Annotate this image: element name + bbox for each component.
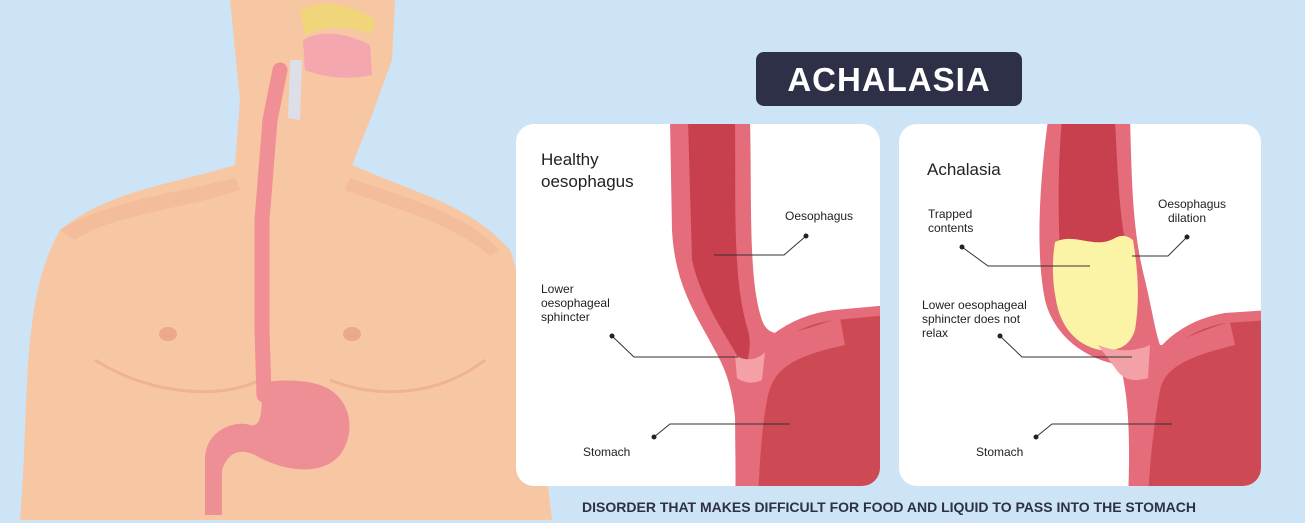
nipple-right	[343, 327, 361, 341]
healthy-label-stomach: Stomach	[583, 445, 630, 459]
achalasia-dot-trapped	[960, 245, 965, 250]
footer-caption: DISORDER THAT MAKES DIFFICULT FOR FOOD A…	[582, 499, 1196, 515]
healthy-label-les-1: Lower	[541, 282, 574, 296]
healthy-label-les-3: sphincter	[541, 310, 590, 324]
achalasia-label-trapped-2: contents	[928, 221, 973, 235]
achalasia-label-les-2: sphincter does not	[922, 312, 1021, 326]
achalasia-panel: Achalasia Trapped contents Oesophagus di…	[899, 120, 1270, 500]
healthy-dot-stomach	[652, 435, 657, 440]
healthy-label-oesophagus: Oesophagus	[785, 209, 853, 223]
healthy-heading-line2: oesophagus	[541, 172, 634, 191]
healthy-heading-line1: Healthy	[541, 150, 599, 169]
achalasia-dot-dilation	[1185, 235, 1190, 240]
achalasia-label-dilation-1: Oesophagus	[1158, 197, 1226, 211]
achalasia-label-dilation-2: dilation	[1168, 211, 1206, 225]
nipple-left	[159, 327, 177, 341]
achalasia-dot-les	[998, 334, 1003, 339]
achalasia-label-stomach: Stomach	[976, 445, 1023, 459]
healthy-label-les-2: oesophageal	[541, 296, 610, 310]
throat	[288, 60, 302, 120]
achalasia-heading: Achalasia	[927, 160, 1001, 179]
title: ACHALASIA	[787, 61, 990, 98]
healthy-dot-les	[610, 334, 615, 339]
healthy-panel: Healthy oesophagus Oesophagus Lower oeso…	[516, 120, 890, 500]
achalasia-label-trapped-1: Trapped	[928, 207, 972, 221]
achalasia-label-les-1: Lower oesophageal	[922, 298, 1027, 312]
title-box: ACHALASIA	[756, 52, 1022, 106]
achalasia-label-les-3: relax	[922, 326, 948, 340]
healthy-dot-oesophagus	[804, 234, 809, 239]
achalasia-dot-stomach	[1034, 435, 1039, 440]
